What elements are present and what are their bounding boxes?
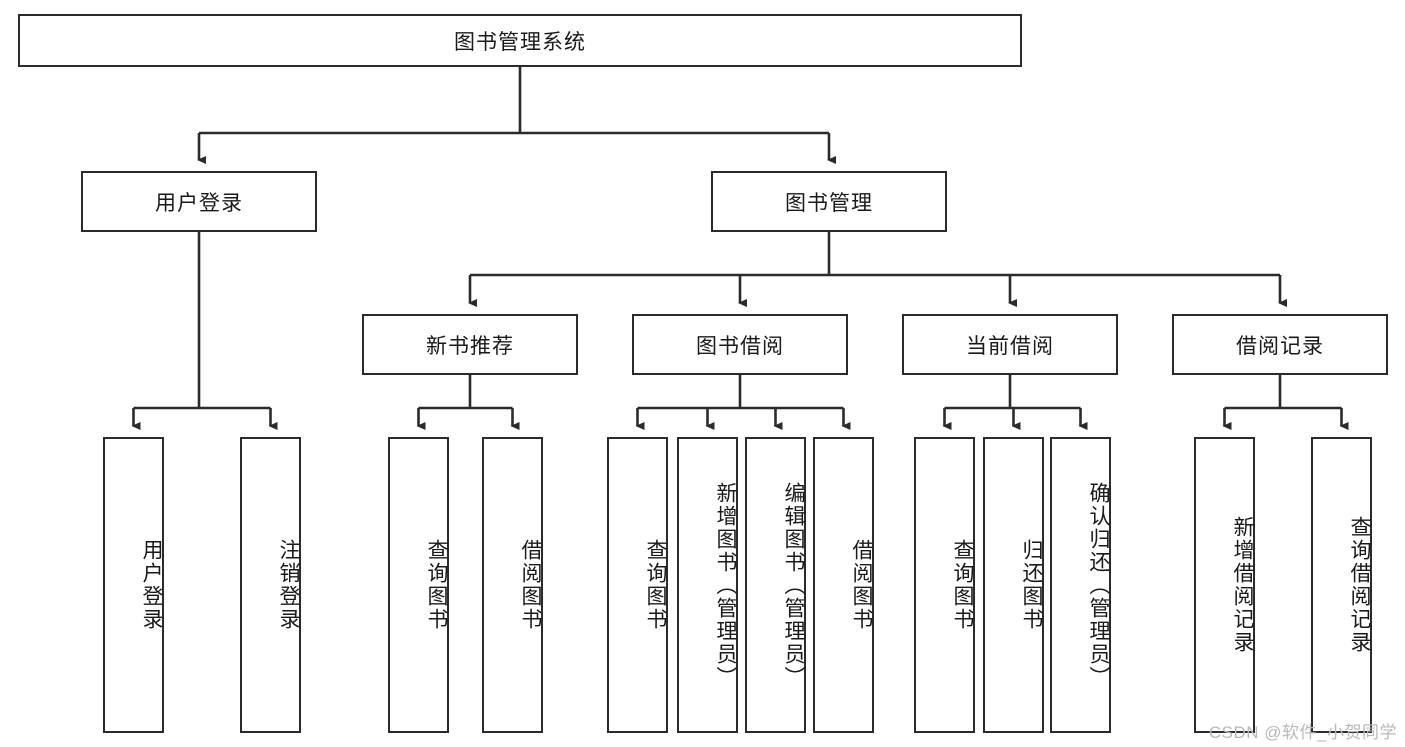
leaf-node-3[interactable]: 借阅图书 xyxy=(482,437,543,733)
node-label: 查询图书 xyxy=(644,539,667,631)
node-label: 借阅图书 xyxy=(519,539,542,631)
leaf-node-1[interactable]: 注销登录 xyxy=(240,437,301,733)
node-label: 归还图书 xyxy=(1020,539,1043,631)
node-label: 图书管理 xyxy=(785,191,873,215)
level2-node-0[interactable]: 用户登录 xyxy=(81,171,317,232)
leaf-node-7[interactable]: 借阅图书 xyxy=(813,437,874,733)
level3-node-3[interactable]: 借阅记录 xyxy=(1172,314,1388,375)
level3-node-0[interactable]: 新书推荐 xyxy=(362,314,578,375)
leaf-node-5[interactable]: 新增图书（管理员） xyxy=(677,437,738,733)
leaf-node-4[interactable]: 查询图书 xyxy=(607,437,668,733)
leaf-node-8[interactable]: 查询图书 xyxy=(914,437,975,733)
node-label: 借阅图书 xyxy=(850,539,873,631)
level2-node-1[interactable]: 图书管理 xyxy=(711,171,947,232)
level3-node-2[interactable]: 当前借阅 xyxy=(902,314,1118,375)
node-label: 查询借阅记录 xyxy=(1348,516,1371,654)
root-node-system[interactable]: 图书管理系统 xyxy=(18,14,1022,67)
node-label: 当前借阅 xyxy=(966,334,1054,358)
node-label: 查询图书 xyxy=(425,539,448,631)
node-label: 确认归还（管理员） xyxy=(1087,481,1110,689)
leaf-node-10[interactable]: 确认归还（管理员） xyxy=(1050,437,1111,733)
leaf-node-12[interactable]: 查询借阅记录 xyxy=(1311,437,1372,733)
node-label: 新增图书（管理员） xyxy=(714,481,737,689)
node-label: 编辑图书（管理员） xyxy=(782,481,805,689)
leaf-node-11[interactable]: 新增借阅记录 xyxy=(1194,437,1255,733)
node-label: 用户登录 xyxy=(140,539,163,631)
node-label: 借阅记录 xyxy=(1236,334,1324,358)
node-label: 新书推荐 xyxy=(426,334,514,358)
node-label: 注销登录 xyxy=(277,539,300,631)
node-label: 图书借阅 xyxy=(696,334,784,358)
leaf-node-9[interactable]: 归还图书 xyxy=(983,437,1044,733)
leaf-node-6[interactable]: 编辑图书（管理员） xyxy=(745,437,806,733)
leaf-node-0[interactable]: 用户登录 xyxy=(103,437,164,733)
level3-node-1[interactable]: 图书借阅 xyxy=(632,314,848,375)
node-label: 新增借阅记录 xyxy=(1231,516,1254,654)
node-label: 查询图书 xyxy=(951,539,974,631)
node-label: 图书管理系统 xyxy=(454,30,586,54)
node-label: 用户登录 xyxy=(155,191,243,215)
leaf-node-2[interactable]: 查询图书 xyxy=(388,437,449,733)
